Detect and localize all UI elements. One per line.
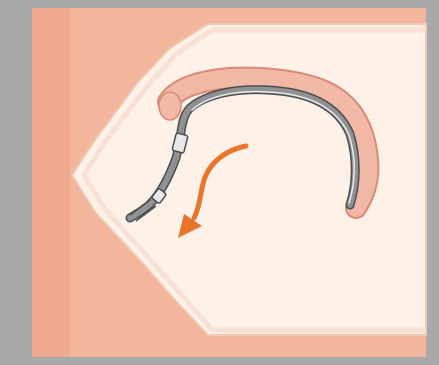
tissue-left-band [32, 8, 70, 357]
mucosa-pouch [159, 92, 181, 120]
